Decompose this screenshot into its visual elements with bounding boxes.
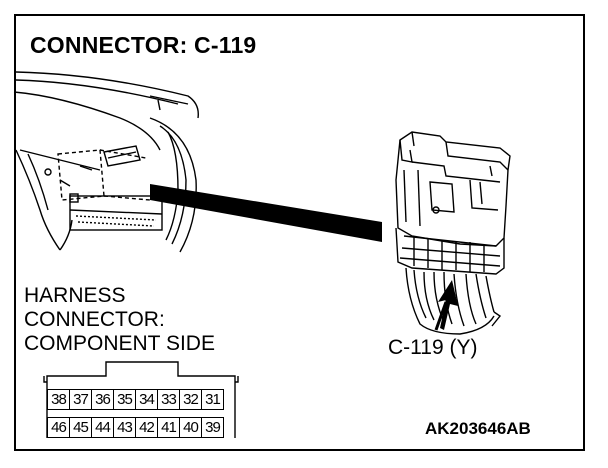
pinout-top-row: 38 37 36 35 34 33 32 31: [47, 389, 224, 410]
harness-connector-label: HARNESS CONNECTOR: COMPONENT SIDE: [24, 284, 215, 356]
diagram-title: CONNECTOR: C-119: [30, 32, 257, 58]
pin-cell: 43: [113, 417, 136, 438]
pin-cell: 39: [201, 417, 224, 438]
pin-cell: 41: [157, 417, 180, 438]
pin-cell: 42: [135, 417, 158, 438]
pin-cell: 32: [179, 389, 202, 410]
harness-label-line2: CONNECTOR:: [24, 308, 165, 331]
pin-cell: 33: [157, 389, 180, 410]
pin-cell: 34: [135, 389, 158, 410]
connector-id-label: C-119 (Y): [388, 336, 478, 359]
pinout-bottom-row: 46 45 44 43 42 41 40 39: [47, 417, 224, 438]
figure-code: AK203646AB: [425, 419, 531, 438]
pin-cell: 35: [113, 389, 136, 410]
pin-cell: 45: [69, 417, 92, 438]
harness-label-line1: HARNESS: [24, 284, 126, 307]
pin-cell: 44: [91, 417, 114, 438]
pin-cell: 36: [91, 389, 114, 410]
pin-cell: 37: [69, 389, 92, 410]
harness-label-line3: COMPONENT SIDE: [24, 332, 215, 355]
diagram-frame: [14, 14, 585, 451]
pin-cell: 40: [179, 417, 202, 438]
pin-cell: 31: [201, 389, 224, 410]
pin-cell: 46: [47, 417, 70, 438]
pin-cell: 38: [47, 389, 70, 410]
